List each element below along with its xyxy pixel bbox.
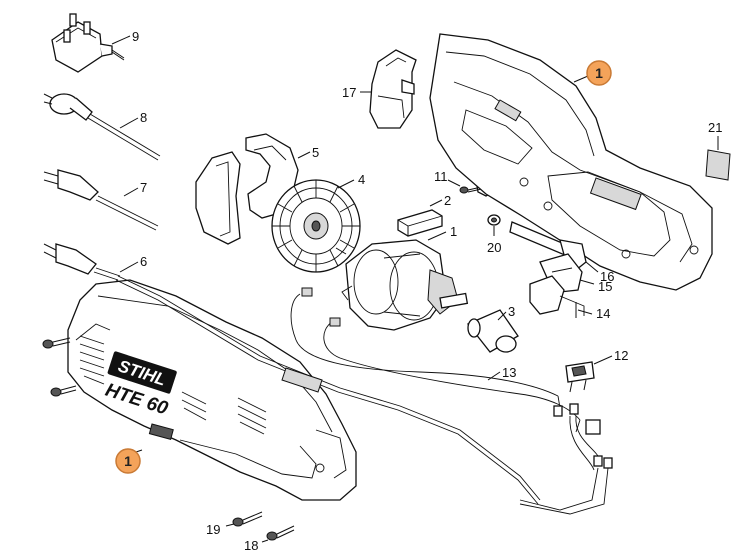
- part-number-3: 2: [444, 193, 451, 208]
- round-plug-cord-part[interactable]: [43, 93, 161, 161]
- part-number-12: 11: [434, 169, 448, 184]
- part-number-9: 8: [140, 110, 147, 125]
- coupling-sleeve-part[interactable]: [466, 309, 519, 353]
- electric-motor-part[interactable]: [335, 239, 469, 331]
- clip-bracket-part[interactable]: [369, 49, 417, 129]
- switch-part[interactable]: [565, 361, 595, 393]
- power-cord-part[interactable]: [43, 243, 121, 281]
- carbon-brush-part[interactable]: [397, 209, 443, 237]
- euro-plug-cord-part[interactable]: [43, 169, 159, 231]
- part-number-5: 4: [358, 172, 365, 187]
- part-number-13: 12: [614, 348, 628, 363]
- callout-label-1-bottom: 1: [124, 453, 132, 469]
- cooling-fan-part[interactable]: [271, 179, 361, 273]
- nut-part[interactable]: [487, 214, 501, 226]
- part-number-2: 1: [450, 224, 457, 239]
- part-number-6: 5: [312, 145, 319, 160]
- part-number-7: 6: [140, 254, 147, 269]
- part-number-20: 19: [206, 522, 220, 537]
- housing-half-left-part[interactable]: [67, 279, 357, 501]
- part-number-4: 3: [508, 304, 515, 319]
- housing-screw-left-lower[interactable]: [50, 385, 77, 397]
- part-number-14: 13: [502, 365, 516, 380]
- label-plate-part[interactable]: [705, 149, 731, 181]
- part-number-8: 7: [140, 180, 147, 195]
- callout-label-1-top: 1: [595, 65, 603, 81]
- wiring-harness-part[interactable]: [290, 287, 613, 515]
- uk-plug-part[interactable]: [51, 13, 125, 73]
- housing-half-right-part[interactable]: [429, 33, 713, 291]
- part-number-15: 14: [596, 306, 610, 321]
- screw-19-part[interactable]: [266, 525, 295, 541]
- part-number-18: 17: [342, 85, 356, 100]
- callout-badge-housing-bottom: 1: [115, 448, 141, 474]
- screw-20-part[interactable]: [232, 511, 263, 527]
- part-number-22: 21: [708, 120, 722, 135]
- housing-screw-left-upper[interactable]: [42, 337, 71, 349]
- part-number-19: 18: [244, 538, 258, 553]
- part-number-21: 20: [487, 240, 501, 255]
- callout-badge-housing-top: 1: [586, 60, 612, 86]
- part-number-10: 9: [132, 29, 139, 44]
- part-number-17: 16: [600, 269, 614, 284]
- part-number-16: 15: [598, 279, 612, 294]
- lock-button-part[interactable]: [529, 275, 585, 318]
